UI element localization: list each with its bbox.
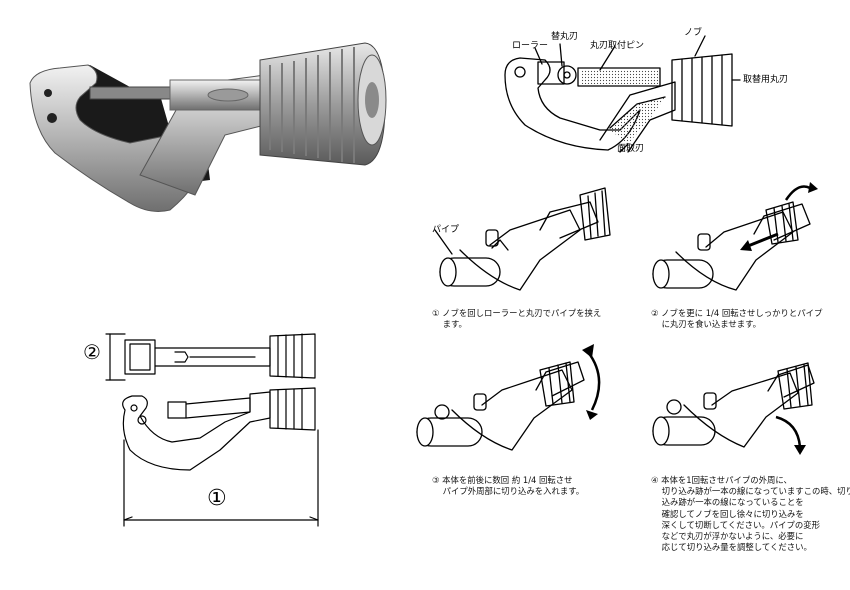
label-replacement-blade: 取替用丸刃: [743, 75, 789, 85]
step1-text: ① ノブを回しローラーと丸刃でパイプを挟え ます。: [432, 308, 602, 330]
step3-text: ③ 本体を前後に数回 約 1/4 回転させ パイプ外周部に切り込みを入れます。: [432, 475, 585, 497]
label-roller: ローラー: [512, 41, 549, 51]
dimension-drawing: [105, 333, 319, 527]
dimension-length-label: ①: [207, 486, 227, 511]
step1-diagram: [434, 187, 611, 291]
step4-text: ④ 本体を1回転させパイプの外周に、 切り込み跡が一本の線になっていますこの時、…: [651, 475, 850, 553]
step2-diagram: [652, 182, 818, 291]
tool-parts-diagram: [504, 35, 741, 153]
label-spare-blade: 替丸刃: [551, 32, 579, 42]
label-blade-pin: 丸刃取付ピン: [590, 41, 645, 51]
tube-cutter-photo: [29, 42, 387, 212]
label-pipe: パイプ: [432, 225, 460, 235]
step3-diagram: [416, 344, 601, 451]
label-deburr-blade: 面取刃: [617, 144, 645, 154]
label-knob: ノブ: [684, 28, 703, 38]
dimension-height-label: ②: [83, 340, 101, 364]
step4-diagram: [652, 362, 815, 455]
step2-text: ② ノブを更に 1/4 回転させしっかりとパイプ に丸刃を食い込ませます。: [651, 308, 823, 330]
